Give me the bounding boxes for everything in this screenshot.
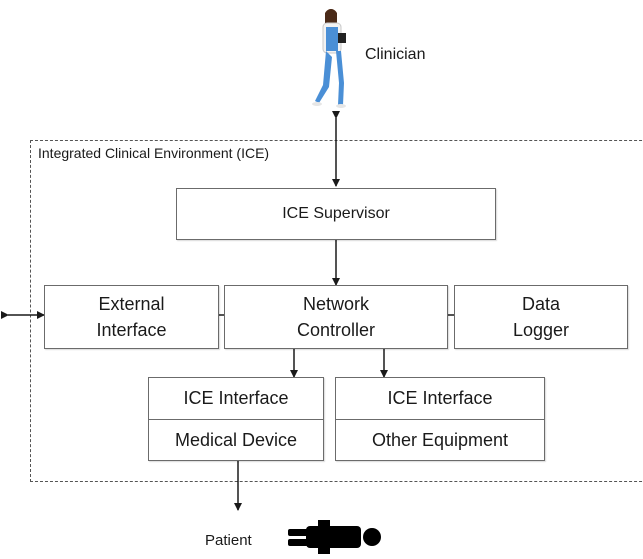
medical-device-label: Medical Device [174,429,298,450]
clinician-figure-icon [305,5,353,110]
ice-supervisor-label: ICE Supervisor [282,205,390,222]
patient-lying-icon [288,520,386,554]
ice-supervisor-block: ICE Supervisor [176,188,496,240]
data-logger-block: Data Logger [454,285,628,349]
medical-device-ice-interface: ICE Interface [149,378,323,420]
data-logger-line2: Logger [512,320,570,340]
environment-title: Integrated Clinical Environment (ICE) [38,145,270,161]
external-interface-line2: Interface [96,320,167,340]
clinician-label: Clinician [365,46,426,63]
network-controller-block: Network Controller [224,285,448,349]
external-interface-block: External Interface [44,285,219,349]
medical-device-stack: ICE Interface Medical Device [148,377,324,461]
external-interface-line1: External [98,294,165,314]
data-logger-line1: Data [521,294,561,314]
other-equipment-stack: ICE Interface Other Equipment [335,377,545,461]
other-equipment-ice-interface: ICE Interface [336,378,544,420]
network-controller-line2: Controller [296,320,376,340]
network-controller-line1: Network [302,294,369,314]
patient-label: Patient [205,532,252,549]
other-equipment-label: Other Equipment [371,429,509,450]
